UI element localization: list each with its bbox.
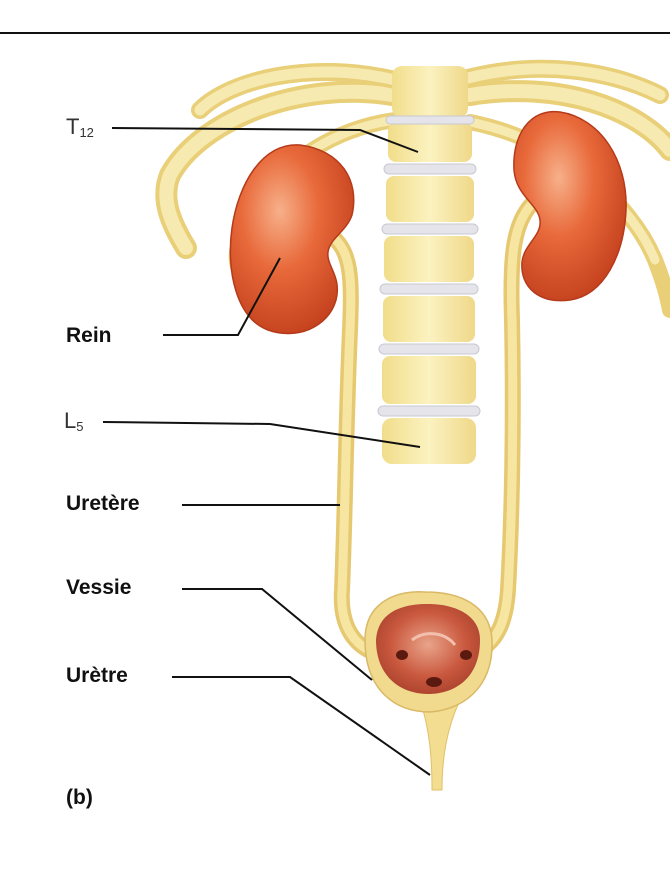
label-t12: T12 [66, 114, 94, 140]
label-l5: L5 [64, 408, 83, 434]
bladder [365, 592, 492, 790]
spine [378, 66, 480, 464]
label-l5-main: L [64, 408, 76, 433]
label-t12-main: T [66, 114, 79, 139]
panel-label: (b) [66, 786, 93, 810]
left-kidney [230, 145, 353, 334]
label-vessie: Vessie [66, 576, 131, 600]
label-rein: Rein [66, 324, 112, 348]
label-t12-sub: 12 [79, 125, 93, 140]
label-uretre: Urètre [66, 664, 128, 688]
label-uretere: Uretère [66, 492, 140, 516]
leader-l5 [103, 422, 420, 447]
label-l5-sub: 5 [76, 419, 83, 434]
